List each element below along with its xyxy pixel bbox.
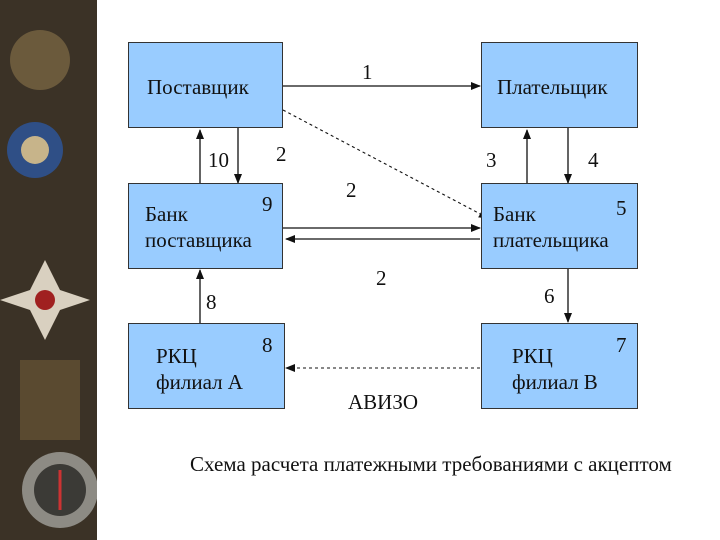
rkc-a-node: РКЦ филиал А [128,323,285,409]
edge-label-2b: 2 [346,178,357,202]
rkc-b-line1: РКЦ [512,344,553,368]
supplier-bank-line1: Банк [145,202,188,226]
supplier-bank-line2: поставщика [145,228,252,252]
rkc-a-line2: филиал А [156,370,243,394]
medals-compass-illustration [0,0,97,540]
edge-label-5: 5 [616,196,627,220]
payer-bank-node: Банк плательщика [481,183,638,269]
edge-label-9: 9 [262,192,273,216]
edge-label-2c: 2 [376,266,387,290]
supplier-node: Поставщик [128,42,283,128]
edge-label-10: 10 [208,148,229,172]
supplier-label: Поставщик [147,75,249,99]
rkc-a-line1: РКЦ [156,344,197,368]
rkc-b-line2: филиал В [512,370,598,394]
edge-label-8a: 8 [206,290,217,314]
edge-2-dashed [282,109,489,219]
payer-bank-line1: Банк [493,202,536,226]
payer-label: Плательщик [497,75,608,99]
supplier-bank-node: Банк поставщика [128,183,283,269]
payer-bank-line2: плательщика [493,228,609,252]
edge-label-4: 4 [588,148,599,172]
diagram-caption: Схема расчета платежными требованиями с … [190,452,672,476]
edge-label-7: 7 [616,333,627,357]
edge-label-1: 1 [362,60,373,84]
edge-label-3: 3 [486,148,497,172]
edge-label-2a: 2 [276,142,287,166]
payer-node: Плательщик [481,42,638,128]
edge-label-8b: 8 [262,333,273,357]
rkc-b-node: РКЦ филиал В [481,323,638,409]
decorative-side-image [0,0,97,540]
aviso-label: АВИЗО [348,390,419,414]
edge-label-6: 6 [544,284,555,308]
